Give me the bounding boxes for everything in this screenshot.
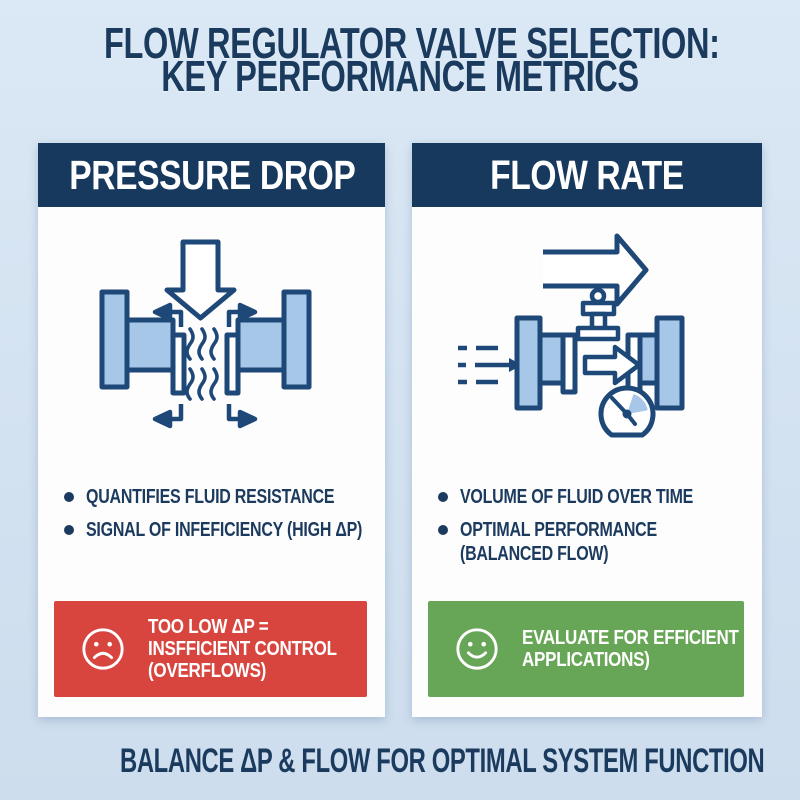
list-item: QUANTIFIES FLUID RESISTANCE	[64, 485, 375, 509]
page-title: FLOW REGULATOR VALVE SELECTION: KEY PERF…	[0, 19, 800, 101]
inflow-dashes-icon	[458, 345, 522, 385]
gauge-icon	[598, 385, 656, 438]
warning-callout-text: TOO LOW ΔP = INSFFICIENT CONTROL (OVERFL…	[148, 616, 370, 682]
flow-rate-panel: FLOW RATE	[412, 143, 762, 717]
callout-line: APPLICATIONS)	[522, 649, 650, 671]
bullet-text: VOLUME OF FLUID OVER TIME	[460, 486, 694, 508]
callout-line: (OVERFLOWS)	[148, 660, 267, 682]
bullet-text: SIGNAL OF INFEFICIENCY (HIGH ΔP)	[86, 519, 363, 541]
pressure-drop-header: PRESSURE DROP	[38, 143, 385, 207]
list-item: VOLUME OF FLUID OVER TIME	[438, 485, 752, 509]
smiley-face-icon	[456, 628, 498, 670]
title-line-1: FLOW REGULATOR VALVE SELECTION:	[104, 19, 720, 68]
sad-face-icon	[82, 628, 124, 670]
title-line-2: KEY PERFORMANCE METRICS	[161, 52, 639, 101]
turbulence-waves-icon	[185, 327, 219, 401]
bullet-dot	[64, 525, 74, 535]
down-arrow-icon	[164, 239, 237, 321]
callout-line: INSFFICIENT CONTROL	[148, 638, 337, 660]
bullet-dot	[64, 492, 74, 502]
middle-arrow-icon	[582, 344, 642, 386]
bullet-text: OPTIMAL PERFORMANCE (BALANCED FLOW)	[460, 519, 657, 565]
callout-line: TOO LOW ΔP =	[148, 616, 269, 638]
pressure-drop-panel: PRESSURE DROP	[38, 143, 385, 717]
pressure-drop-header-label: PRESSURE DROP	[69, 151, 356, 198]
valve-pipe-illustration	[514, 315, 685, 411]
list-item: OPTIMAL PERFORMANCE (BALANCED FLOW)	[438, 518, 752, 566]
flow-rate-illustration	[458, 233, 685, 438]
success-callout-text: EVALUATE FOR EFFICIENT APPLICATIONS)	[522, 627, 777, 671]
valve-handle-icon	[575, 287, 621, 342]
split-pipe-illustration	[99, 289, 312, 396]
footer-label: BALANCE ΔP & FLOW FOR OPTIMAL SYSTEM FUN…	[120, 742, 765, 780]
bullet-dot	[438, 492, 448, 502]
flow-rate-header: FLOW RATE	[412, 143, 762, 207]
bullet-dot	[438, 525, 448, 535]
flow-rate-bullet-list: VOLUME OF FLUID OVER TIME OPTIMAL PERFOR…	[438, 485, 752, 575]
warning-callout: TOO LOW ΔP = INSFFICIENT CONTROL (OVERFL…	[54, 601, 367, 697]
pressure-drop-illustration	[99, 239, 312, 429]
success-callout: EVALUATE FOR EFFICIENT APPLICATIONS)	[428, 601, 744, 697]
flow-rate-header-label: FLOW RATE	[490, 151, 684, 198]
flow-arrow-icon	[543, 233, 649, 307]
list-item: SIGNAL OF INFEFICIENCY (HIGH ΔP)	[64, 518, 375, 542]
corner-arrows-icon	[152, 302, 258, 429]
callout-line: EVALUATE FOR EFFICIENT	[522, 627, 739, 649]
pressure-drop-bullet-list: QUANTIFIES FLUID RESISTANCE SIGNAL OF IN…	[64, 485, 375, 551]
footer-text: BALANCE ΔP & FLOW FOR OPTIMAL SYSTEM FUN…	[0, 742, 800, 781]
bullet-text: QUANTIFIES FLUID RESISTANCE	[86, 486, 335, 508]
